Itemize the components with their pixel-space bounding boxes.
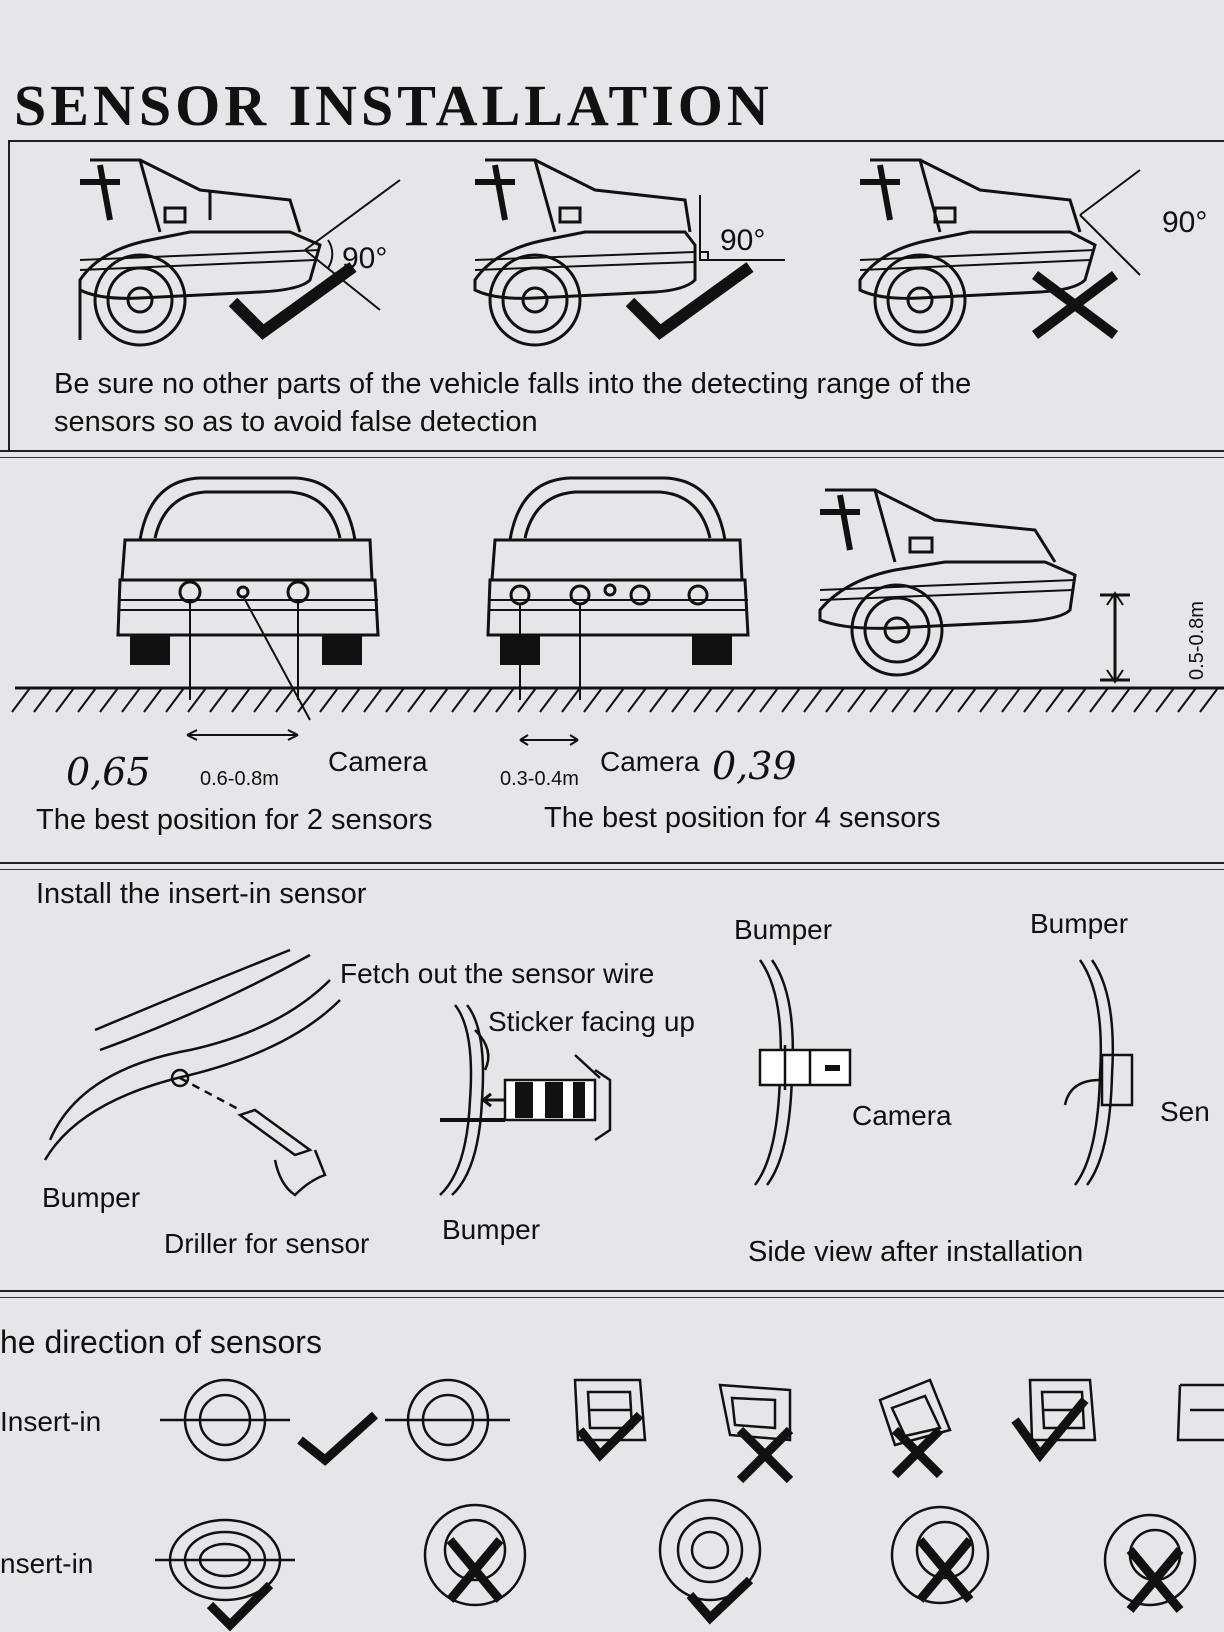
car-side-view-2 — [455, 140, 795, 360]
angle-label-3: 90° — [1162, 206, 1208, 239]
bumper-label-top-2: Bumper — [1030, 908, 1129, 939]
page-title: SENSOR INSTALLATION — [14, 73, 773, 138]
sensor-insert-illustration — [435, 1000, 645, 1210]
car-side-view-height — [815, 480, 1130, 690]
dimension-arrow-2-sensors — [185, 725, 300, 745]
driller-label: Driller for sensor — [164, 1228, 370, 1259]
dimension-arrow-4-sensors — [518, 730, 580, 750]
bumper-label-left: Bumper — [42, 1182, 141, 1213]
side-view-caption: Side view after installation — [748, 1236, 1084, 1268]
car-rear-view-2-sensors — [110, 470, 385, 670]
warning-line-1: Be sure no other parts of the vehicle fa… — [54, 368, 972, 400]
height-label: 0.5-0.8m — [1186, 601, 1208, 680]
sticker-label: Sticker facing up — [488, 1006, 695, 1037]
distance-label-4-sensors: 0.3-0.4m — [500, 768, 579, 790]
ground-line — [0, 686, 1224, 716]
cross-mark-1 — [1030, 270, 1120, 340]
direction-diagrams — [150, 1370, 1224, 1632]
handwritten-note-1: 0,65 — [66, 750, 151, 794]
section-1-left-rule — [8, 140, 10, 450]
check-mark-1 — [228, 262, 358, 342]
section-2-bottom-rule — [0, 862, 1224, 864]
check-mark-2 — [625, 262, 755, 342]
row-label-1: Insert-in — [0, 1406, 102, 1437]
angle-label-2: 90° — [720, 224, 766, 257]
warning-line-2: sensors so as to avoid false detection — [54, 406, 538, 438]
side-view-sensor — [1060, 955, 1170, 1195]
install-heading: Install the insert-in sensor — [36, 878, 367, 910]
section-3-bottom-rule-2 — [0, 1297, 1224, 1298]
car-side-view-3 — [840, 140, 1210, 360]
fetch-wire-label: Fetch out the sensor wire — [340, 958, 655, 989]
section-2-bottom-rule-2 — [0, 869, 1224, 870]
row-label-2: nsert-in — [0, 1548, 94, 1579]
section-1-bottom-rule — [0, 450, 1224, 452]
section-3-bottom-rule — [0, 1290, 1224, 1292]
camera-label-1: Camera — [328, 746, 428, 777]
handwritten-note-2: 0,39 — [712, 744, 797, 788]
sensor-label-cut: Sen — [1160, 1096, 1210, 1127]
camera-label-2: Camera — [600, 746, 700, 777]
camera-label-3: Camera — [852, 1100, 952, 1131]
section-1-bottom-rule-2 — [0, 457, 1224, 458]
bumper-drill-illustration — [40, 950, 360, 1210]
caption-2-sensors: The best position for 2 sensors — [36, 804, 433, 836]
bumper-label-middle: Bumper — [442, 1214, 541, 1245]
bumper-label-top-1: Bumper — [734, 914, 833, 945]
direction-heading: he direction of sensors — [0, 1324, 322, 1360]
caption-4-sensors: The best position for 4 sensors — [544, 802, 941, 834]
car-rear-view-4-sensors — [480, 470, 755, 670]
car-side-view-1 — [60, 140, 400, 360]
side-view-camera — [750, 955, 860, 1195]
distance-label-2-sensors: 0.6-0.8m — [200, 768, 279, 790]
section-1-top-rule — [8, 140, 1224, 142]
